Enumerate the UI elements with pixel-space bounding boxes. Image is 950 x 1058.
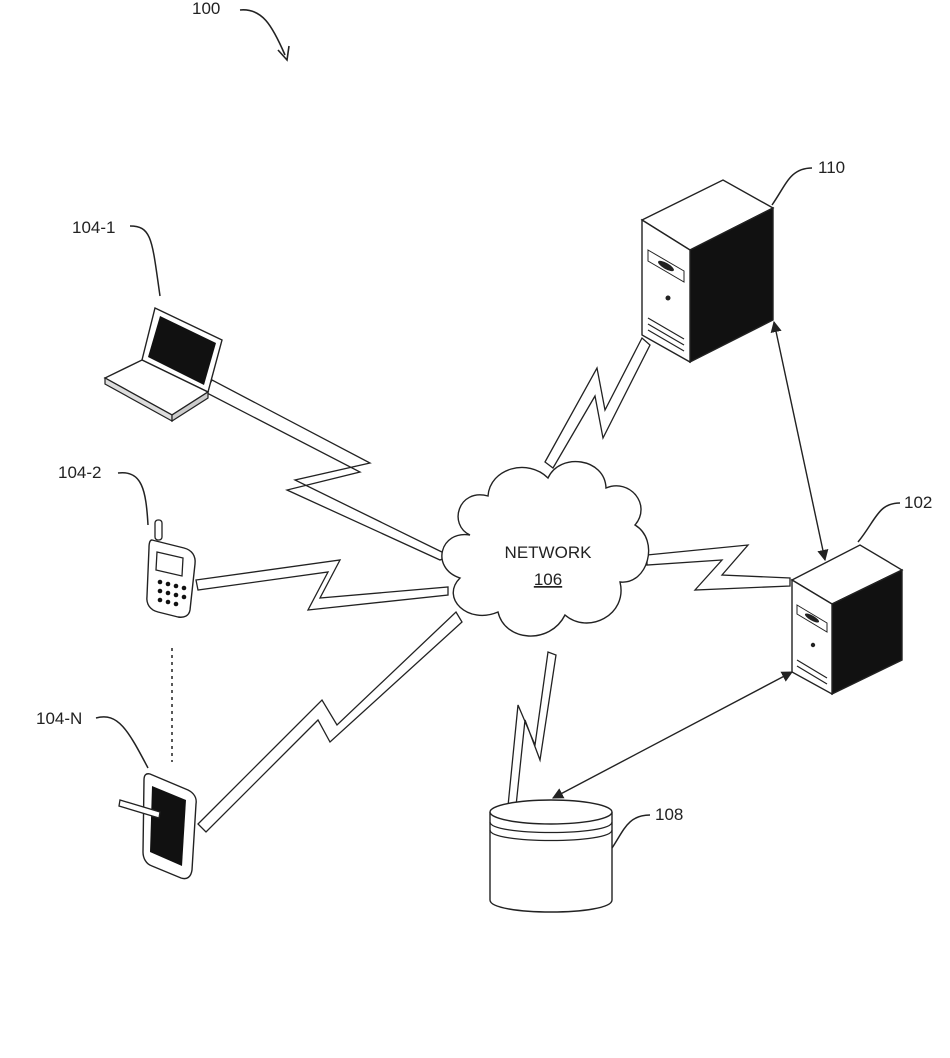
server-110-ref-label: 110 xyxy=(818,158,845,177)
wireless-link-server-110 xyxy=(545,338,650,468)
laptop-icon xyxy=(105,308,222,421)
network-ref-label: 106 xyxy=(534,570,562,589)
wireless-link-server-102 xyxy=(647,545,790,590)
mobile-phone-icon xyxy=(147,520,195,617)
wireless-link-database xyxy=(508,652,556,806)
figure-ref-label: 100 xyxy=(192,0,220,18)
database-leader-line xyxy=(612,815,650,848)
network-label: NETWORK xyxy=(505,543,593,562)
tablet-icon xyxy=(119,774,196,879)
laptop-leader-line xyxy=(130,226,160,296)
server-102-leader-line xyxy=(858,503,900,542)
arrow-server-102-to-database xyxy=(553,672,792,798)
wireless-link-phone xyxy=(196,560,448,610)
server-tower-icon-102 xyxy=(792,545,902,694)
server-102-ref-label: 102 xyxy=(904,493,932,512)
figure-ref-arrow xyxy=(240,10,285,55)
wireless-link-tablet xyxy=(198,612,462,832)
phone-leader-line xyxy=(118,473,148,525)
database-ref-label: 108 xyxy=(655,805,683,824)
database-cylinder-icon xyxy=(490,800,612,912)
tablet-leader-line xyxy=(96,717,148,768)
tablet-ref-label: 104-N xyxy=(36,709,82,728)
wireless-link-laptop xyxy=(205,380,450,560)
phone-ref-label: 104-2 xyxy=(58,463,101,482)
server-tower-icon-110 xyxy=(642,180,773,362)
laptop-ref-label: 104-1 xyxy=(72,218,115,237)
arrow-server-110-to-102 xyxy=(774,322,825,560)
server-110-leader-line xyxy=(772,168,812,205)
